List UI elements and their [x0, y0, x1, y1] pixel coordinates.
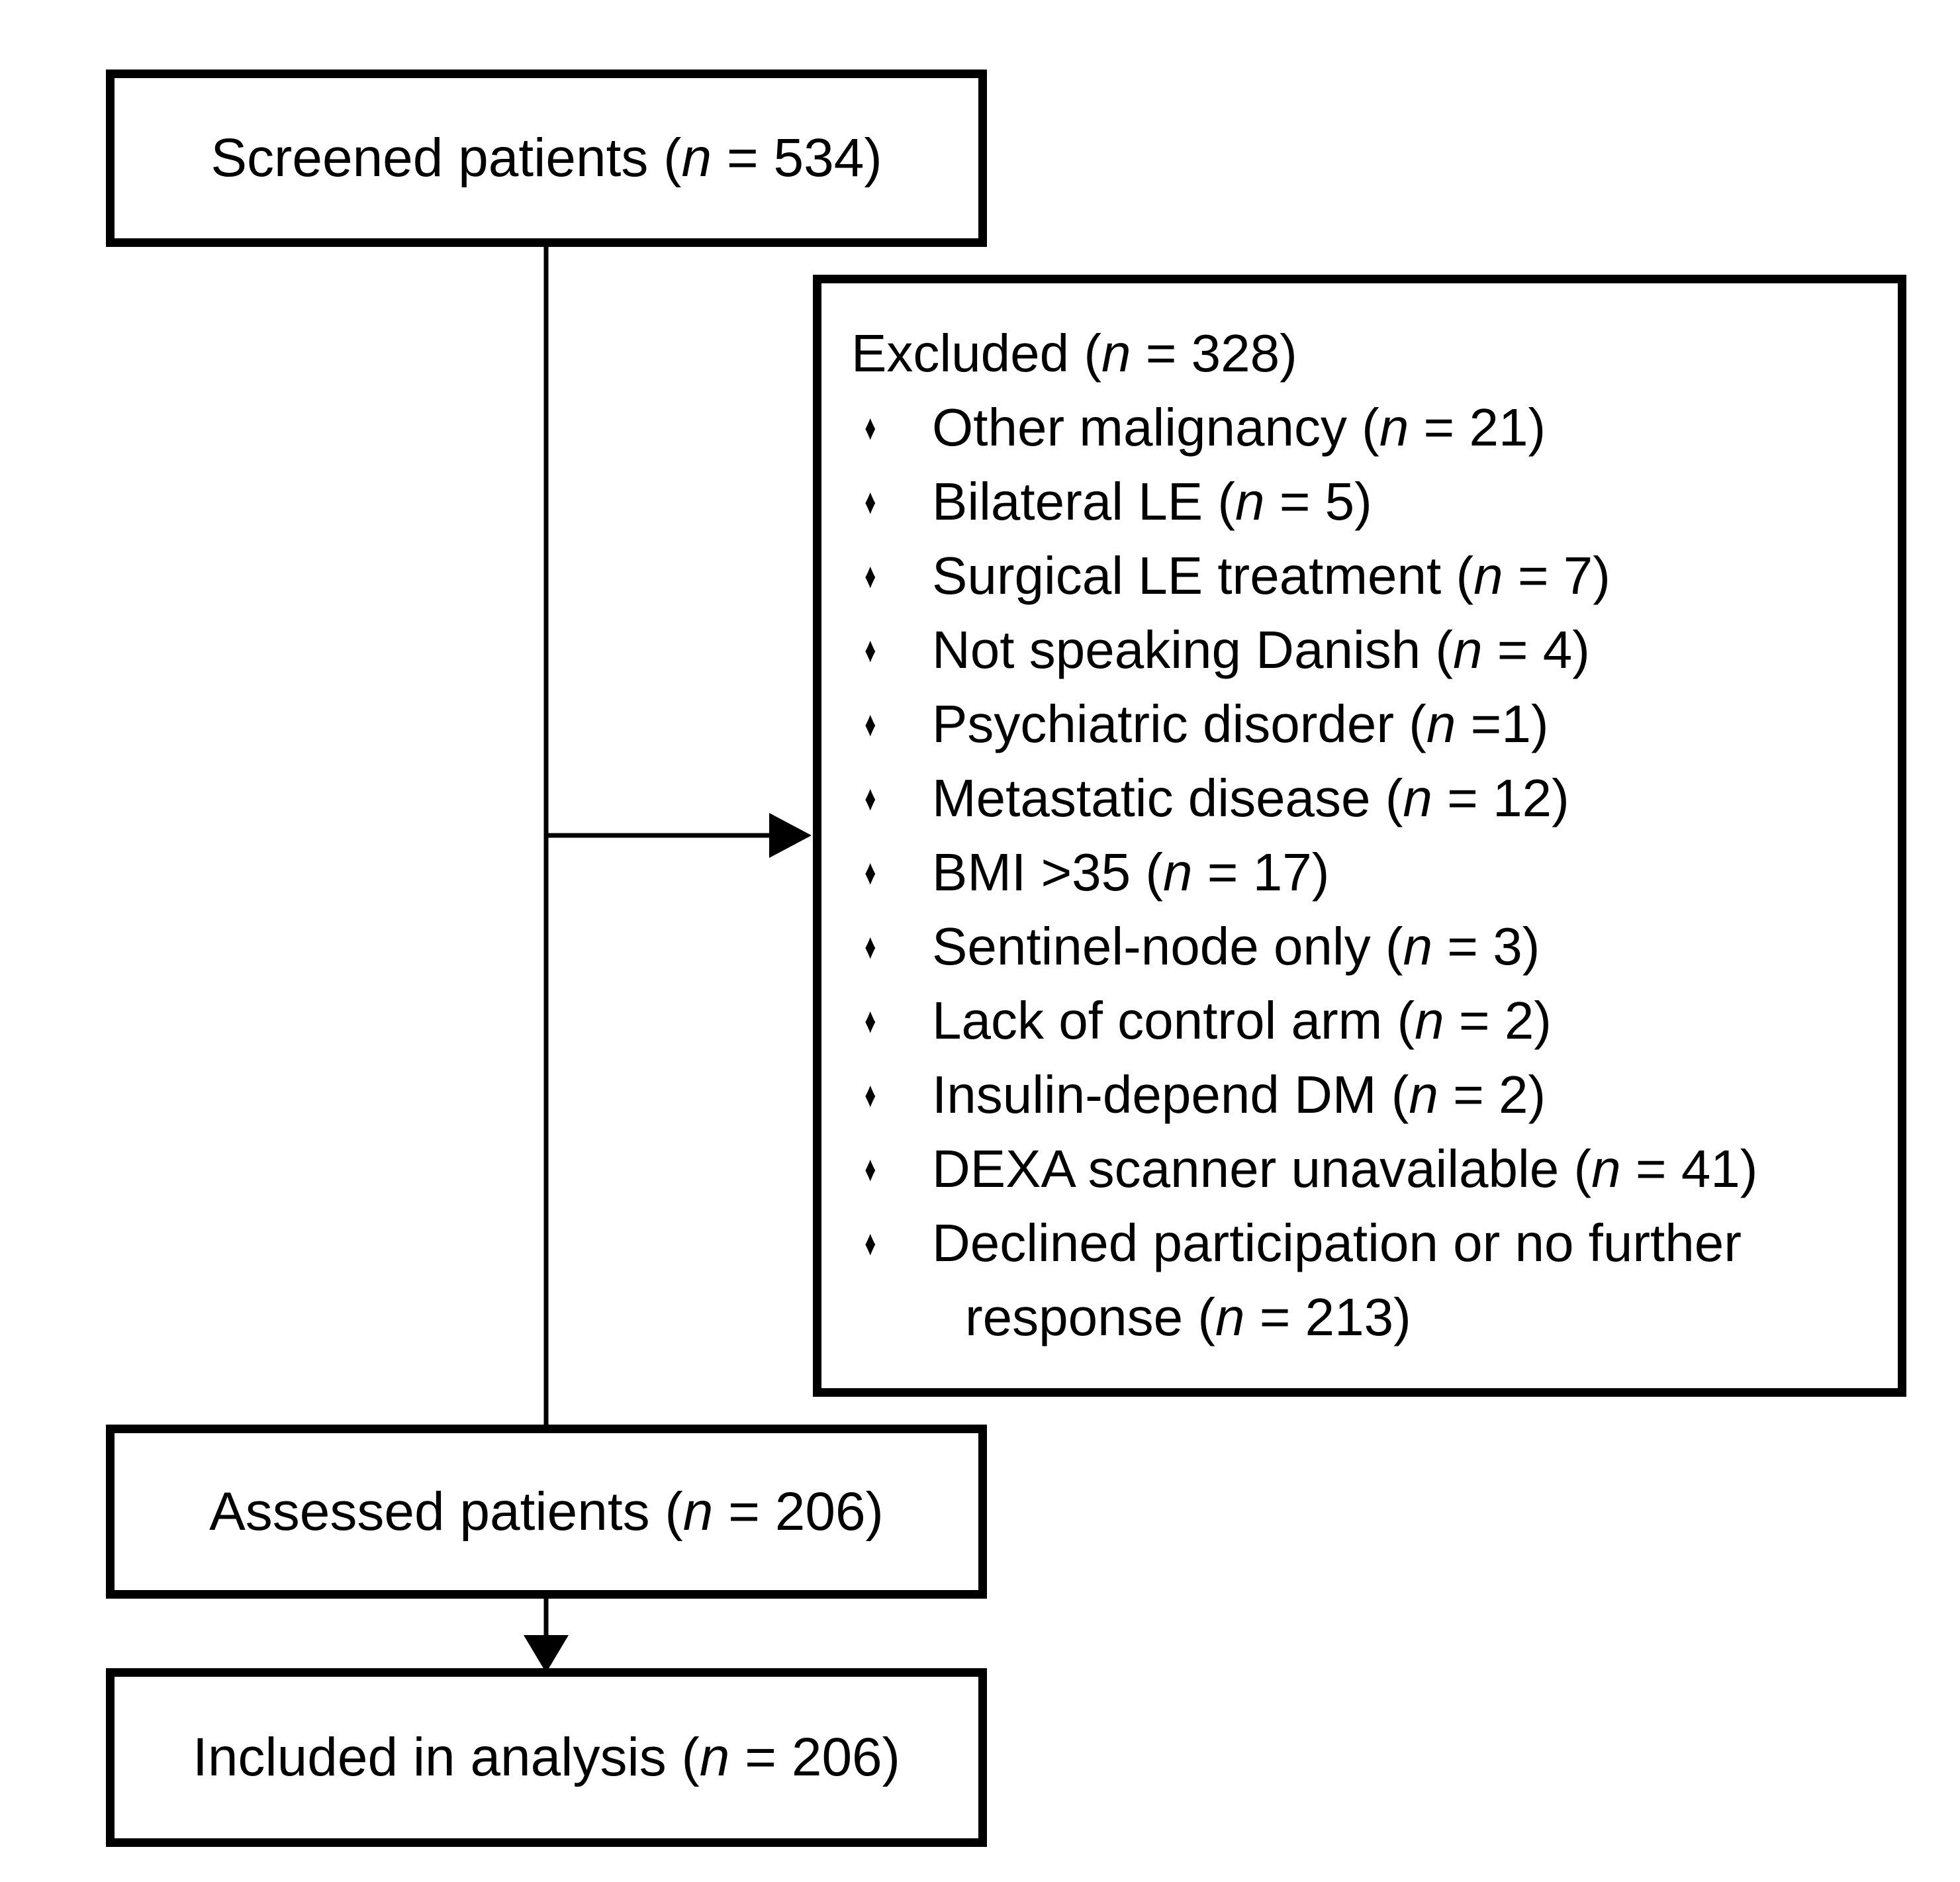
screened-label: Screened patients (n = 534) [210, 128, 882, 188]
excluded-item-wrap-line: response (n = 213) [965, 1288, 1411, 1346]
diamond-bullet-icon: ♦ [864, 1075, 876, 1115]
excluded-item-wrapped: ♦ Declined participation or no further r… [851, 1206, 1881, 1354]
excluded-item: ♦ DEXA scanner unavailable (n = 41) [851, 1132, 1881, 1206]
excluded-item: ♦ Sentinel-node only (n = 3) [851, 910, 1881, 984]
diamond-bullet-icon: ♦ [864, 778, 876, 818]
diamond-bullet-icon: ♦ [864, 927, 876, 966]
included-box: Included in analysis (n = 206) [106, 1668, 987, 1847]
diamond-bullet-icon: ♦ [864, 556, 876, 596]
assessed-box: Assessed patients (n = 206) [106, 1425, 987, 1599]
excluded-item: ♦ Bilateral LE (n = 5) [851, 465, 1881, 539]
diamond-bullet-icon: ♦ [864, 704, 876, 744]
assessed-label: Assessed patients (n = 206) [209, 1481, 884, 1542]
excluded-box: Excluded (n = 328) ♦ Other malignancy (n… [813, 275, 1906, 1397]
down-arrowhead-icon [524, 1635, 569, 1673]
diamond-bullet-icon: ♦ [864, 1149, 876, 1189]
diamond-bullet-icon: ♦ [864, 408, 876, 447]
excluded-item: ♦ Lack of control arm (n = 2) [851, 984, 1881, 1058]
diamond-bullet-icon: ♦ [864, 1001, 876, 1041]
excluded-list: ♦ Other malignancy (n = 21) ♦ Bilateral … [851, 391, 1881, 1354]
excluded-arrowhead-icon [769, 813, 812, 858]
excluded-item: ♦ Other malignancy (n = 21) [851, 391, 1881, 465]
diamond-bullet-icon: ♦ [864, 482, 876, 522]
excluded-item: ♦ Metastatic disease (n = 12) [851, 761, 1881, 835]
excluded-item: ♦ Not speaking Danish (n = 4) [851, 613, 1881, 687]
excluded-item: ♦ Psychiatric disorder (n =1) [851, 687, 1881, 761]
included-label: Included in analysis (n = 206) [193, 1727, 900, 1787]
excluded-item: ♦ Insulin-depend DM (n = 2) [851, 1058, 1881, 1132]
diamond-bullet-icon: ♦ [864, 1223, 876, 1263]
excluded-title: Excluded (n = 328) [851, 324, 1297, 383]
screened-box: Screened patients (n = 534) [106, 70, 987, 247]
diamond-bullet-icon: ♦ [864, 853, 876, 892]
excluded-item: ♦ Surgical LE treatment (n = 7) [851, 539, 1881, 613]
diamond-bullet-icon: ♦ [864, 630, 876, 670]
excluded-item: ♦ BMI >35 (n = 17) [851, 835, 1881, 910]
